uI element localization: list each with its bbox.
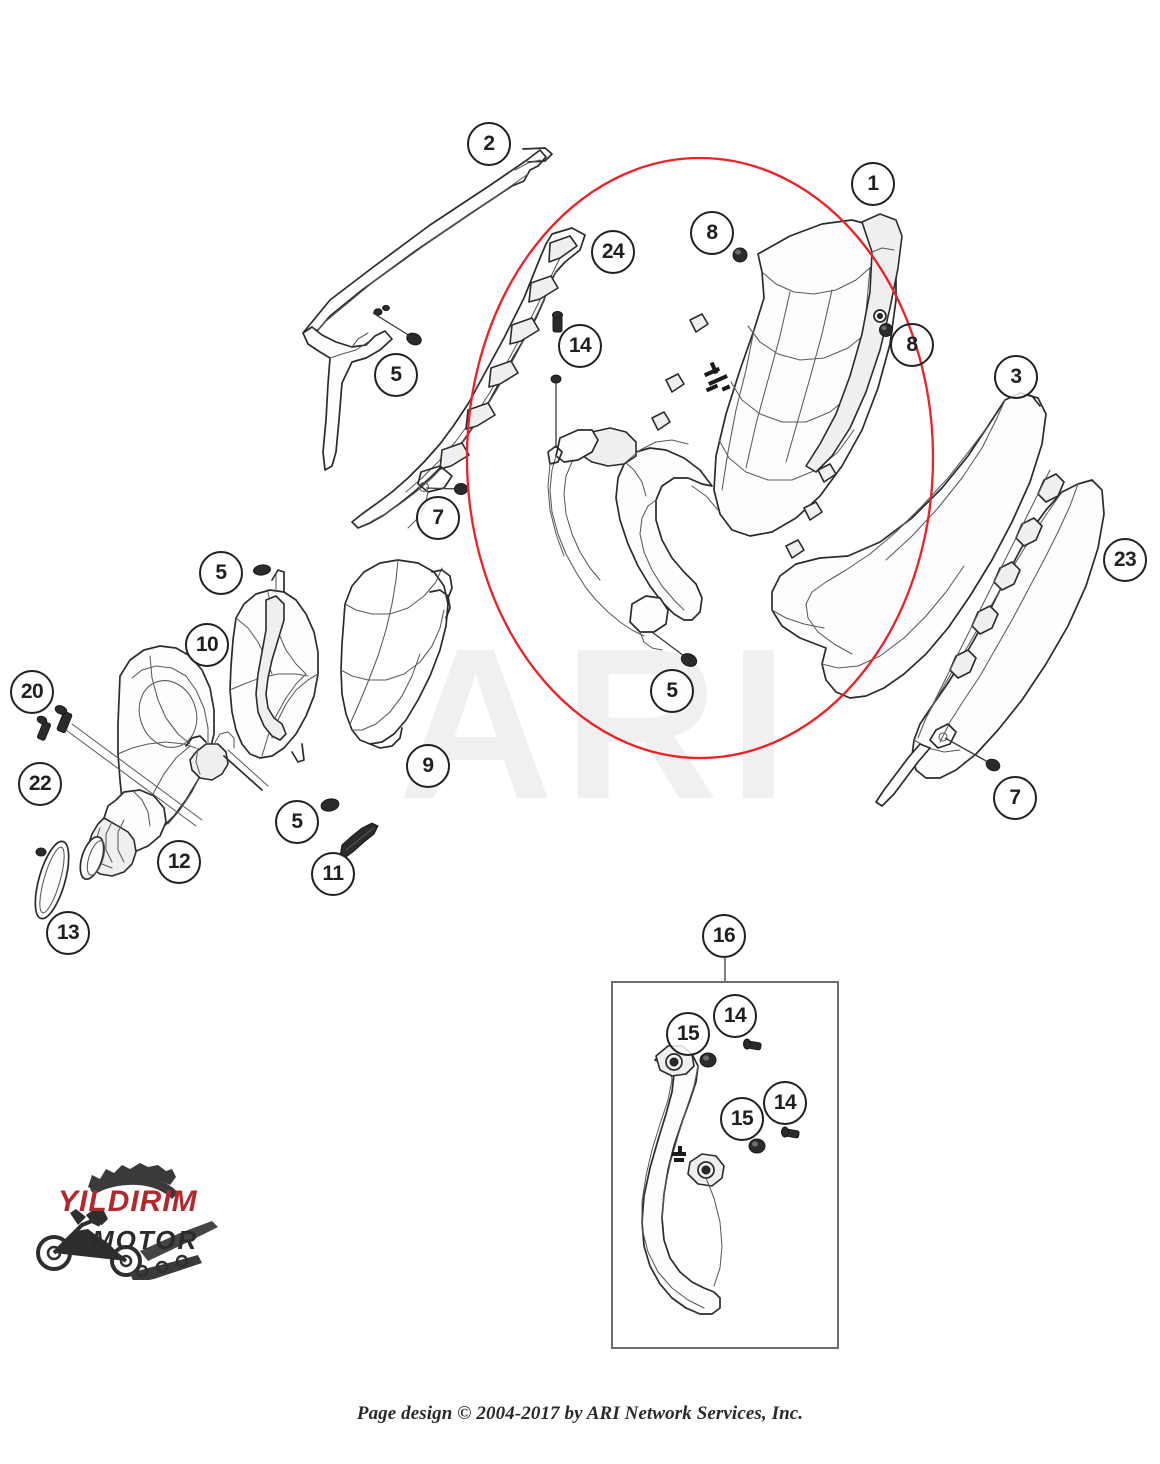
yildirim-motor-logo: YILDIRIM MOTOR (36, 1163, 218, 1280)
callout-3[interactable]: 3 (994, 355, 1038, 399)
callout-14-inset-lower[interactable]: 14 (763, 1081, 807, 1125)
callout-5-airbox[interactable]: 5 (650, 669, 694, 713)
callout-15-lower[interactable]: 15 (720, 1097, 764, 1141)
callout-22[interactable]: 22 (18, 762, 62, 806)
hardware-collar-5a (372, 312, 422, 346)
part-number-stamp (703, 361, 731, 393)
callout-16[interactable]: 16 (702, 914, 746, 958)
hardware-grommet-8b (879, 323, 893, 337)
part-seal-strip-11 (339, 822, 379, 858)
callout-8-upper[interactable]: 8 (690, 211, 734, 255)
hardware-screw-7b (944, 737, 1001, 772)
part-air-filter-box-main (547, 213, 903, 651)
logo-text-motor: MOTOR (92, 1225, 198, 1255)
callout-15-upper[interactable]: 15 (666, 1012, 710, 1056)
part-intake-snorkel-boot (79, 645, 215, 881)
callout-23[interactable]: 23 (1103, 538, 1147, 582)
hardware-collar-5b (253, 564, 271, 576)
callout-14-upper[interactable]: 14 (558, 324, 602, 368)
callout-5-seal[interactable]: 5 (275, 800, 319, 844)
highlight-ellipse (465, 156, 935, 760)
motorcycle-icon (36, 1209, 218, 1280)
callout-5-topleft[interactable]: 5 (374, 353, 418, 397)
callout-8-right[interactable]: 8 (890, 323, 934, 367)
part-air-box-frame-rail (351, 227, 586, 529)
callout-24[interactable]: 24 (591, 230, 635, 274)
callout-13[interactable]: 13 (46, 911, 90, 955)
page-footer-copyright: Page design © 2004-2017 by ARI Network S… (356, 1403, 804, 1424)
bracket-stamp (672, 1146, 686, 1162)
callout-2[interactable]: 2 (467, 122, 511, 166)
callout-20[interactable]: 20 (10, 670, 54, 714)
inset-box-16 (611, 958, 839, 1349)
callout-7-left[interactable]: 7 (416, 496, 460, 540)
hardware-grommet-8a (732, 247, 748, 263)
callout-10[interactable]: 10 (185, 623, 229, 667)
callout-11[interactable]: 11 (311, 852, 355, 896)
callout-9[interactable]: 9 (406, 744, 450, 788)
callout-14-inset-upper[interactable]: 14 (713, 994, 757, 1038)
part-air-filter-element (229, 569, 319, 763)
part-intake-flange-clamp (185, 731, 269, 791)
part-side-cover-left (875, 469, 1105, 807)
callout-7-right[interactable]: 7 (993, 776, 1037, 820)
hardware-bolt-20 (36, 705, 203, 827)
callout-5-filter[interactable]: 5 (199, 551, 243, 595)
part-o-ring-gasket (34, 840, 70, 920)
hardware-screw-14a (550, 311, 563, 448)
part-side-cover-right (771, 392, 1047, 699)
logo-text-yildirim: YILDIRIM (58, 1185, 198, 1218)
hardware-collar-5d (320, 798, 340, 812)
part-subframe-rail-upper (302, 147, 553, 471)
callout-12[interactable]: 12 (157, 840, 201, 884)
callout-1[interactable]: 1 (851, 162, 895, 206)
part-air-filter-cage (340, 559, 453, 749)
sprocket-icon (88, 1163, 178, 1199)
hardware-collar-5c (651, 631, 698, 667)
